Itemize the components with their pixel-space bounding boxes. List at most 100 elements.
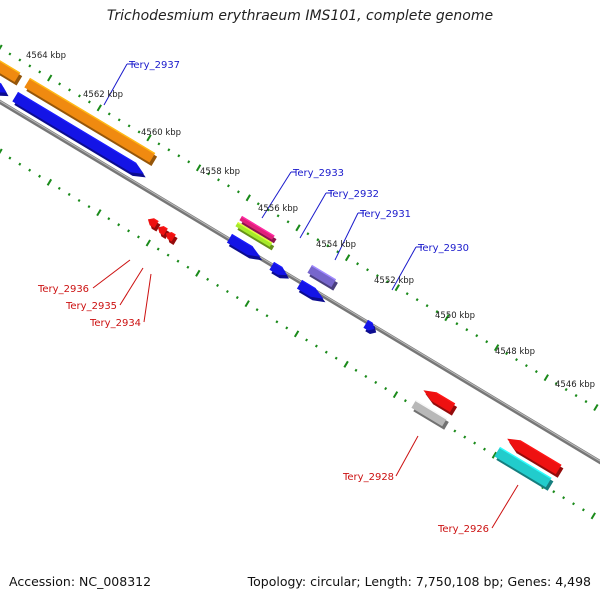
red-cds-2[interactable] [157,225,170,239]
upper-scale-tick [435,310,439,314]
lower-scale-tick [46,178,53,186]
upper-scale-tick [18,58,22,62]
upper-scale-tick [236,190,240,194]
red-cds-1[interactable] [147,218,161,232]
upper-scale-tick [593,403,599,412]
upper-scale-tick [455,322,459,326]
upper-scale-tick [0,44,3,50]
gene-label-tery-2930[interactable]: Tery_2930 [417,243,469,254]
lower-scale-tick [293,330,300,338]
blue-cds-6-highlight [367,319,373,324]
red-cds-5-face [507,438,562,475]
gene-label-tery-2928[interactable]: Tery_2928 [342,472,394,483]
upper-scale-tick [77,94,81,98]
scale-label-4560kbp: 4560 kbp [141,128,181,138]
upper-scale-tick [8,52,12,56]
lower-scale-tick [374,380,378,385]
blue-cds-2[interactable] [12,91,146,178]
lower-scale-tick [67,192,71,196]
backbone-line [0,99,600,465]
blue-cds-5-face [296,280,324,299]
gene-label-tery-2934[interactable]: Tery_2934 [89,318,141,329]
gene-label-tery-2933[interactable]: Tery_2933 [292,168,344,179]
upper-scale-tick [256,202,260,206]
lower-scale-tick [384,386,388,391]
upper-scale-tick [87,100,91,104]
gene-label-tery-2926[interactable]: Tery_2926 [437,524,489,535]
lower-scale-tick [483,447,486,451]
upper-scale-tick [207,172,211,176]
gene-label-tery-2931[interactable]: Tery_2931 [359,209,411,220]
gene-label-tery-2936[interactable]: Tery_2936 [37,284,89,295]
gene-label-tery-2932[interactable]: Tery_2932 [327,189,379,200]
leader-tery-2928 [395,435,419,477]
upper-scale-tick [405,292,409,296]
lower-scale-tick [206,277,210,281]
orange-cds-2[interactable] [24,77,158,166]
gray-cds[interactable] [411,399,449,430]
lower-scale-tick [473,441,477,445]
scale-label-4556kbp: 4556 kbp [258,204,298,214]
upper-scale-tick [316,238,320,242]
red-cds-5-highlight [519,440,562,466]
lower-scale-tick [590,512,596,520]
red-cds-4[interactable] [423,390,458,416]
upper-scale-tick [107,112,111,116]
magenta-cds-highlight [241,215,275,237]
lower-scale-tick [18,162,22,166]
lower-scale-tick [195,269,201,277]
upper-scale-tick [415,298,419,302]
gene-label-tery-2935[interactable]: Tery_2935 [65,301,117,312]
upper-scale-tick [276,214,280,218]
cyan-cds-face [494,447,552,488]
leader-tery-2931 [334,212,359,261]
cyan-cds-highlight [499,446,552,479]
lower-scale-tick [275,320,279,324]
upper-scale-tick [96,104,102,112]
orange-cds-1[interactable] [0,52,23,86]
blue-cds-5[interactable] [296,279,326,303]
topology-label: Topology: circular; Length: 7,750,108 bp… [247,574,591,589]
gene-label-tery-2937[interactable]: Tery_2937 [128,60,180,71]
red-cds-2-highlight [162,225,168,230]
lower-scale-tick [491,451,498,459]
upper-scale-tick [385,280,389,284]
upper-scale-tick [217,178,220,182]
lime-cds[interactable] [235,221,275,251]
upper-scale-tick [485,340,489,344]
magenta-cds[interactable] [239,215,277,244]
blue-cds-6[interactable] [363,319,377,334]
upper-scale-tick [68,88,71,92]
blue-cds-4[interactable] [269,261,289,279]
upper-scale-tick [306,232,310,236]
leader-tery-2932 [299,192,327,239]
upper-scale-tick [465,328,469,332]
lower-scale-tick [38,174,42,178]
blue-cds-1[interactable] [0,78,9,97]
gray-cds-face [411,400,447,427]
lower-scale-tick [562,496,566,500]
scale-label-4562kbp: 4562 kbp [83,90,123,100]
upper-scale-tick [475,334,479,338]
red-cds-3[interactable] [165,231,178,245]
leader-tery-2926 [491,484,519,529]
blue-cds-3[interactable] [226,233,263,261]
blue-cds-1-face [0,82,7,93]
red-cds-5[interactable] [507,438,564,478]
lower-scale-tick [285,326,289,330]
upper-scale-tick [356,262,360,266]
upper-scale-tick [425,304,429,308]
lower-scale-tick [136,235,140,239]
upper-scale-tick [127,124,131,128]
lower-scale-tick [354,368,358,372]
lower-scale-tick [107,217,111,221]
upper-scale-tick [226,184,230,188]
lavender-cds[interactable] [307,264,338,291]
gray-cds-highlight [415,399,447,420]
cyan-cds[interactable] [494,446,554,491]
blue-cds-2-highlight [17,91,137,165]
lower-scale-tick [8,156,12,160]
upper-scale-tick [286,220,290,224]
